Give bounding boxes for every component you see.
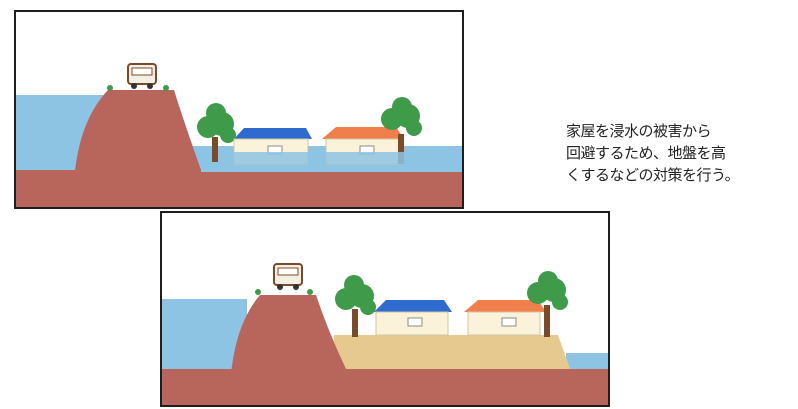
embankment [74, 90, 201, 182]
caption-line: くするなどの対策を行う。 [566, 166, 740, 184]
tree-icon [381, 97, 422, 164]
tree-icon [197, 103, 236, 162]
caption-line: 回避するため、地盤を高 [566, 144, 726, 162]
truck-icon [273, 263, 303, 290]
flood-scene-before [16, 12, 462, 207]
flood-scene-after [162, 213, 608, 405]
truck-icon [127, 63, 157, 89]
embankment [230, 295, 346, 385]
caption-line: 家屋を浸水の被害から [566, 122, 712, 140]
tree-icon [527, 271, 568, 337]
house-icon [464, 300, 546, 336]
tree-icon [335, 275, 376, 337]
caption: 家屋を浸水の被害から 回避するため、地盤を高 くするなどの対策を行う。 [566, 120, 796, 186]
house-icon [374, 300, 452, 336]
diagram-after-raised-ground [160, 211, 610, 407]
diagram-before-flooded [14, 10, 464, 209]
raised-ground-fill [334, 335, 570, 369]
ground [162, 369, 608, 405]
